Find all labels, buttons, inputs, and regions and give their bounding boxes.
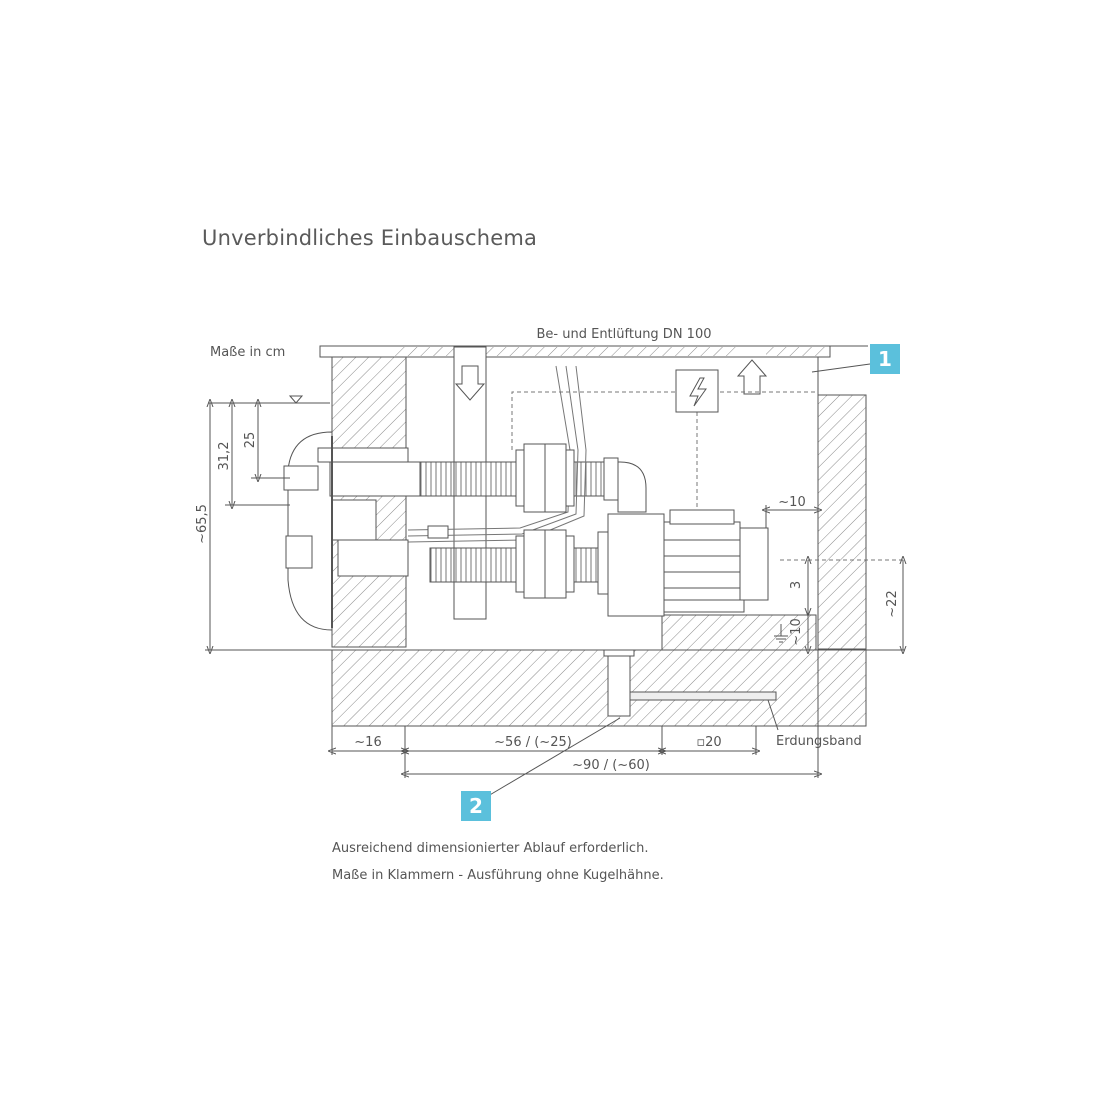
dim-25: 25: [243, 432, 258, 449]
vent-label: Be- und Entlüftung DN 100: [537, 327, 712, 342]
dim-3: 3: [789, 581, 804, 589]
pipe-elbow: [603, 457, 647, 513]
pump-unit: [597, 509, 769, 617]
ground-strap-label: Erdungsband: [776, 734, 862, 749]
ground-symbol-icon: [774, 624, 788, 643]
dimension-lines-right: [766, 505, 903, 650]
dim-16: ~16: [354, 735, 381, 750]
right-wall: [817, 357, 867, 650]
dim-22: ~22: [885, 590, 900, 617]
lower-ball-valve: [515, 529, 575, 599]
electrical-hazard-icon: [675, 369, 719, 413]
page-title: Unverbindliches Einbauschema: [202, 226, 538, 250]
note-drain: Ausreichend dimensionierter Ablauf erfor…: [332, 841, 649, 856]
upper-ball-valve: [515, 443, 575, 513]
dimension-lines-left: [210, 403, 290, 650]
arrow-down-icon: [454, 365, 486, 401]
unit-label: Maße in cm: [210, 345, 286, 360]
ceiling-slab: [319, 345, 868, 358]
callout-leaders: [487, 363, 871, 797]
callout-2: 2: [461, 791, 491, 821]
cable-connector: [427, 525, 449, 539]
dimension-lines-bottom: [332, 650, 818, 778]
cable-bundle: [407, 365, 587, 543]
water-level-mark: [208, 395, 330, 404]
dim-31-2: 31,2: [217, 442, 232, 471]
counterflow-unit: [283, 431, 421, 631]
dim-56: ~56 / (~25): [494, 735, 572, 750]
lower-hose: [429, 547, 599, 583]
dim-65-5: ~65,5: [195, 504, 210, 544]
dim-20: ▫20: [696, 735, 721, 750]
dim-10-top: ~10: [778, 495, 805, 510]
floor-slab: [205, 614, 905, 727]
arrow-up-icon: [736, 359, 768, 395]
callout-1: 1: [870, 344, 900, 374]
note-brackets: Maße in Klammern - Ausführung ohne Kugel…: [332, 868, 664, 883]
upper-hose: [419, 461, 609, 497]
dim-10-side: ~10: [789, 618, 804, 645]
drain-pipe: [603, 649, 777, 717]
dim-90: ~90 / (~60): [572, 758, 650, 773]
